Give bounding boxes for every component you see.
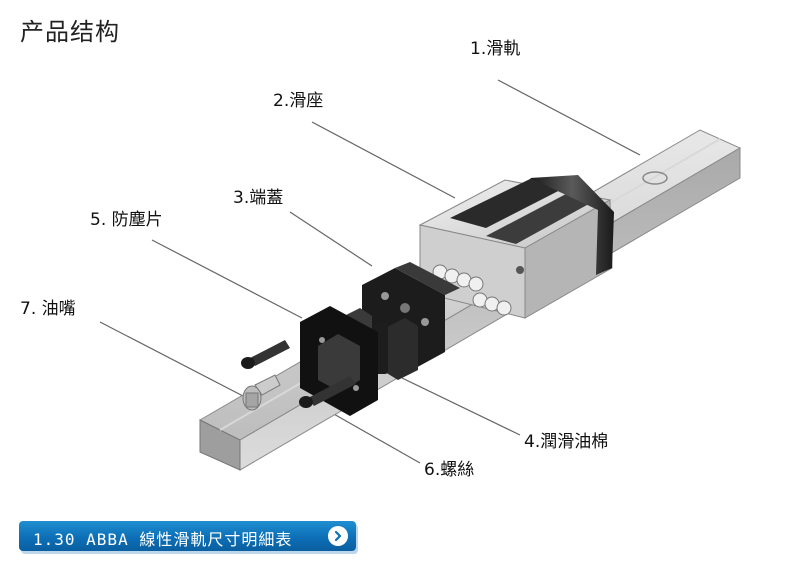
banner-text: 1.30 ABBA 線性滑軌尺寸明細表 <box>33 530 293 549</box>
screw-top <box>241 340 290 369</box>
spec-table-banner[interactable]: 1.30 ABBA 線性滑軌尺寸明細表 <box>19 521 356 551</box>
carriage-block <box>418 175 614 319</box>
label-end-cap: 3.端蓋 <box>233 188 284 208</box>
page-title: 产品结构 <box>20 18 120 46</box>
label-block: 2.滑座 <box>273 91 324 111</box>
label-nipple: 7. 油嘴 <box>20 299 76 319</box>
label-seal: 4.潤滑油棉 <box>524 432 609 452</box>
chevron-right-circle-icon <box>328 526 348 546</box>
screw-bottom <box>299 376 356 408</box>
leader-lines <box>99 79 641 464</box>
grease-nipple <box>242 374 281 411</box>
label-dust-plate: 5. 防塵片 <box>90 210 163 230</box>
label-screw: 6.螺絲 <box>424 460 475 480</box>
label-rail: 1.滑軌 <box>470 39 521 59</box>
